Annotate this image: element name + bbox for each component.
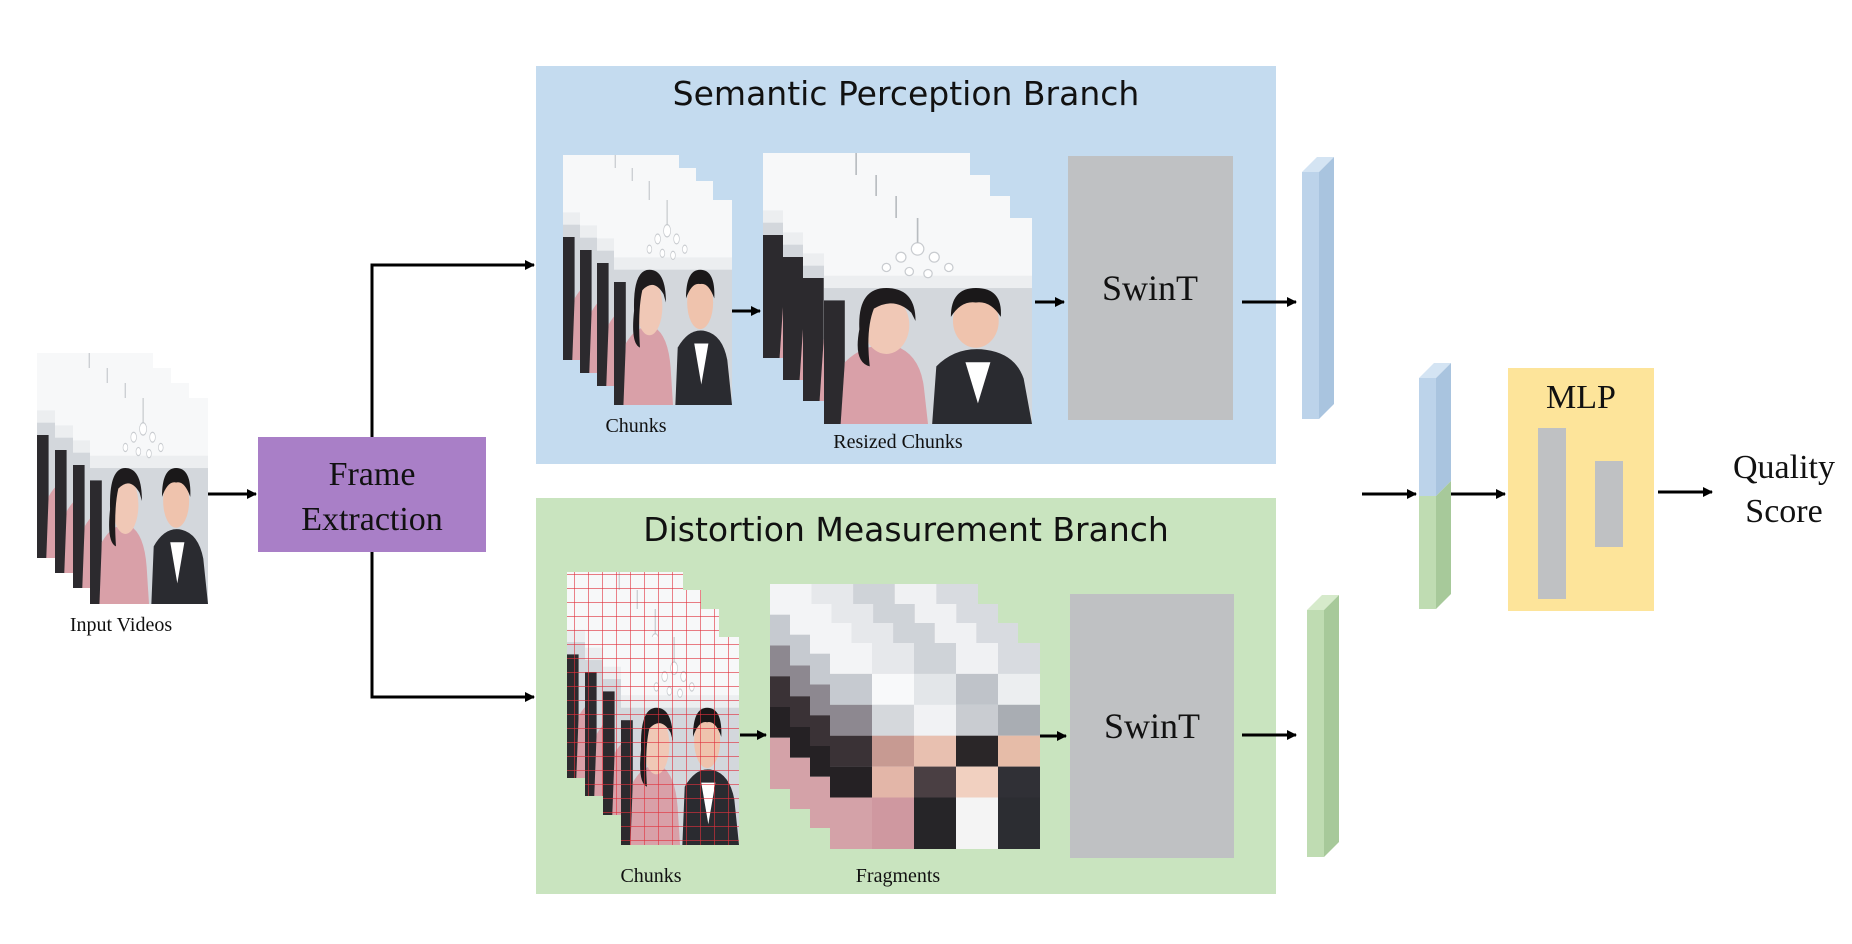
- semantic-swint-label: SwinT: [1102, 268, 1198, 308]
- distortion-feature-bar: [1307, 595, 1339, 857]
- distortion-chunks-label: Chunks: [620, 865, 681, 887]
- input-video-stack: [37, 353, 208, 604]
- fragments-label: Fragments: [856, 865, 941, 887]
- quality-score-line1: Quality: [1733, 449, 1835, 486]
- concatenated-feature-bar: [1419, 363, 1451, 609]
- mlp-label: MLP: [1546, 379, 1616, 416]
- semantic-chunks-label: Chunks: [605, 415, 666, 437]
- semantic-swint-box: [1068, 156, 1233, 420]
- distortion-swint-box: [1070, 594, 1234, 858]
- resized-chunks-label: Resized Chunks: [833, 431, 963, 453]
- semantic-feature-bar: [1302, 157, 1334, 419]
- frame-extraction-label-line1: Frame: [329, 456, 416, 493]
- mlp-layer-1: [1538, 428, 1566, 599]
- distortion-swint-label: SwinT: [1104, 706, 1200, 746]
- frame-extraction-box: [258, 437, 486, 552]
- fragments-stack: [770, 584, 1040, 849]
- frame-extraction-label-line2: Extraction: [301, 501, 443, 538]
- arrow-extraction-to-distortion: [370, 552, 535, 702]
- input-videos-label: Input Videos: [70, 614, 173, 636]
- distortion-branch-title: Distortion Measurement Branch: [643, 510, 1169, 549]
- semantic-branch-title: Semantic Perception Branch: [673, 74, 1140, 113]
- quality-score-line2: Score: [1745, 493, 1822, 530]
- semantic-chunks-stack: [563, 155, 732, 405]
- mlp-box: [1508, 368, 1654, 611]
- distortion-chunks-stack: [567, 572, 739, 845]
- arrow-extraction-to-semantic: [370, 260, 535, 437]
- mlp-layer-2: [1595, 461, 1623, 547]
